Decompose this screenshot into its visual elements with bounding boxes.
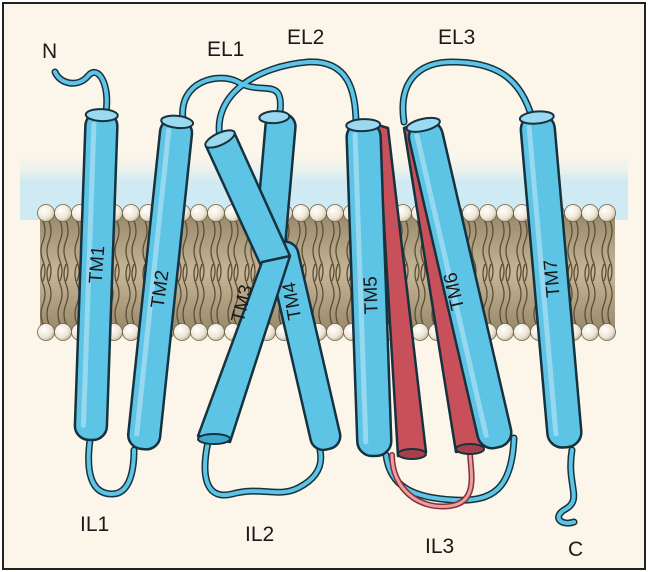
- lipid-head: [599, 205, 616, 222]
- lipid-head: [293, 205, 310, 222]
- lipid-head: [327, 324, 344, 341]
- lipid-head: [123, 324, 140, 341]
- lipid-head: [463, 205, 480, 222]
- label-c-terminus: C: [568, 538, 583, 561]
- lipid-head: [191, 324, 208, 341]
- label-tm5: TM5: [360, 276, 382, 315]
- lipid-head: [582, 205, 599, 222]
- lipid-head: [599, 324, 616, 341]
- lipid-head: [327, 205, 344, 222]
- lipid-head: [191, 205, 208, 222]
- lipid-head: [514, 324, 531, 341]
- lipid-head: [123, 205, 140, 222]
- lipid-head: [38, 205, 55, 222]
- label-il1: IL1: [80, 513, 109, 536]
- label-tm1: TM1: [86, 245, 110, 284]
- lipid-head: [208, 324, 225, 341]
- lipid-head: [412, 324, 429, 341]
- label-il3: IL3: [425, 535, 454, 558]
- lipid-head: [497, 205, 514, 222]
- label-il2: IL2: [245, 523, 274, 546]
- label-tm7: TM7: [540, 259, 564, 299]
- label-el1: EL1: [207, 38, 244, 61]
- label-n-terminus: N: [42, 40, 57, 63]
- lipid-head: [310, 205, 327, 222]
- lipid-head: [208, 205, 225, 222]
- lipid-head: [55, 324, 72, 341]
- lipid-head: [174, 324, 191, 341]
- label-el2: EL2: [287, 26, 324, 49]
- lipid-head: [55, 205, 72, 222]
- lipid-head: [565, 205, 582, 222]
- lipid-head: [480, 205, 497, 222]
- lipid-head: [582, 324, 599, 341]
- lipid-head: [497, 324, 514, 341]
- label-el3: EL3: [438, 26, 475, 49]
- lipid-head: [38, 324, 55, 341]
